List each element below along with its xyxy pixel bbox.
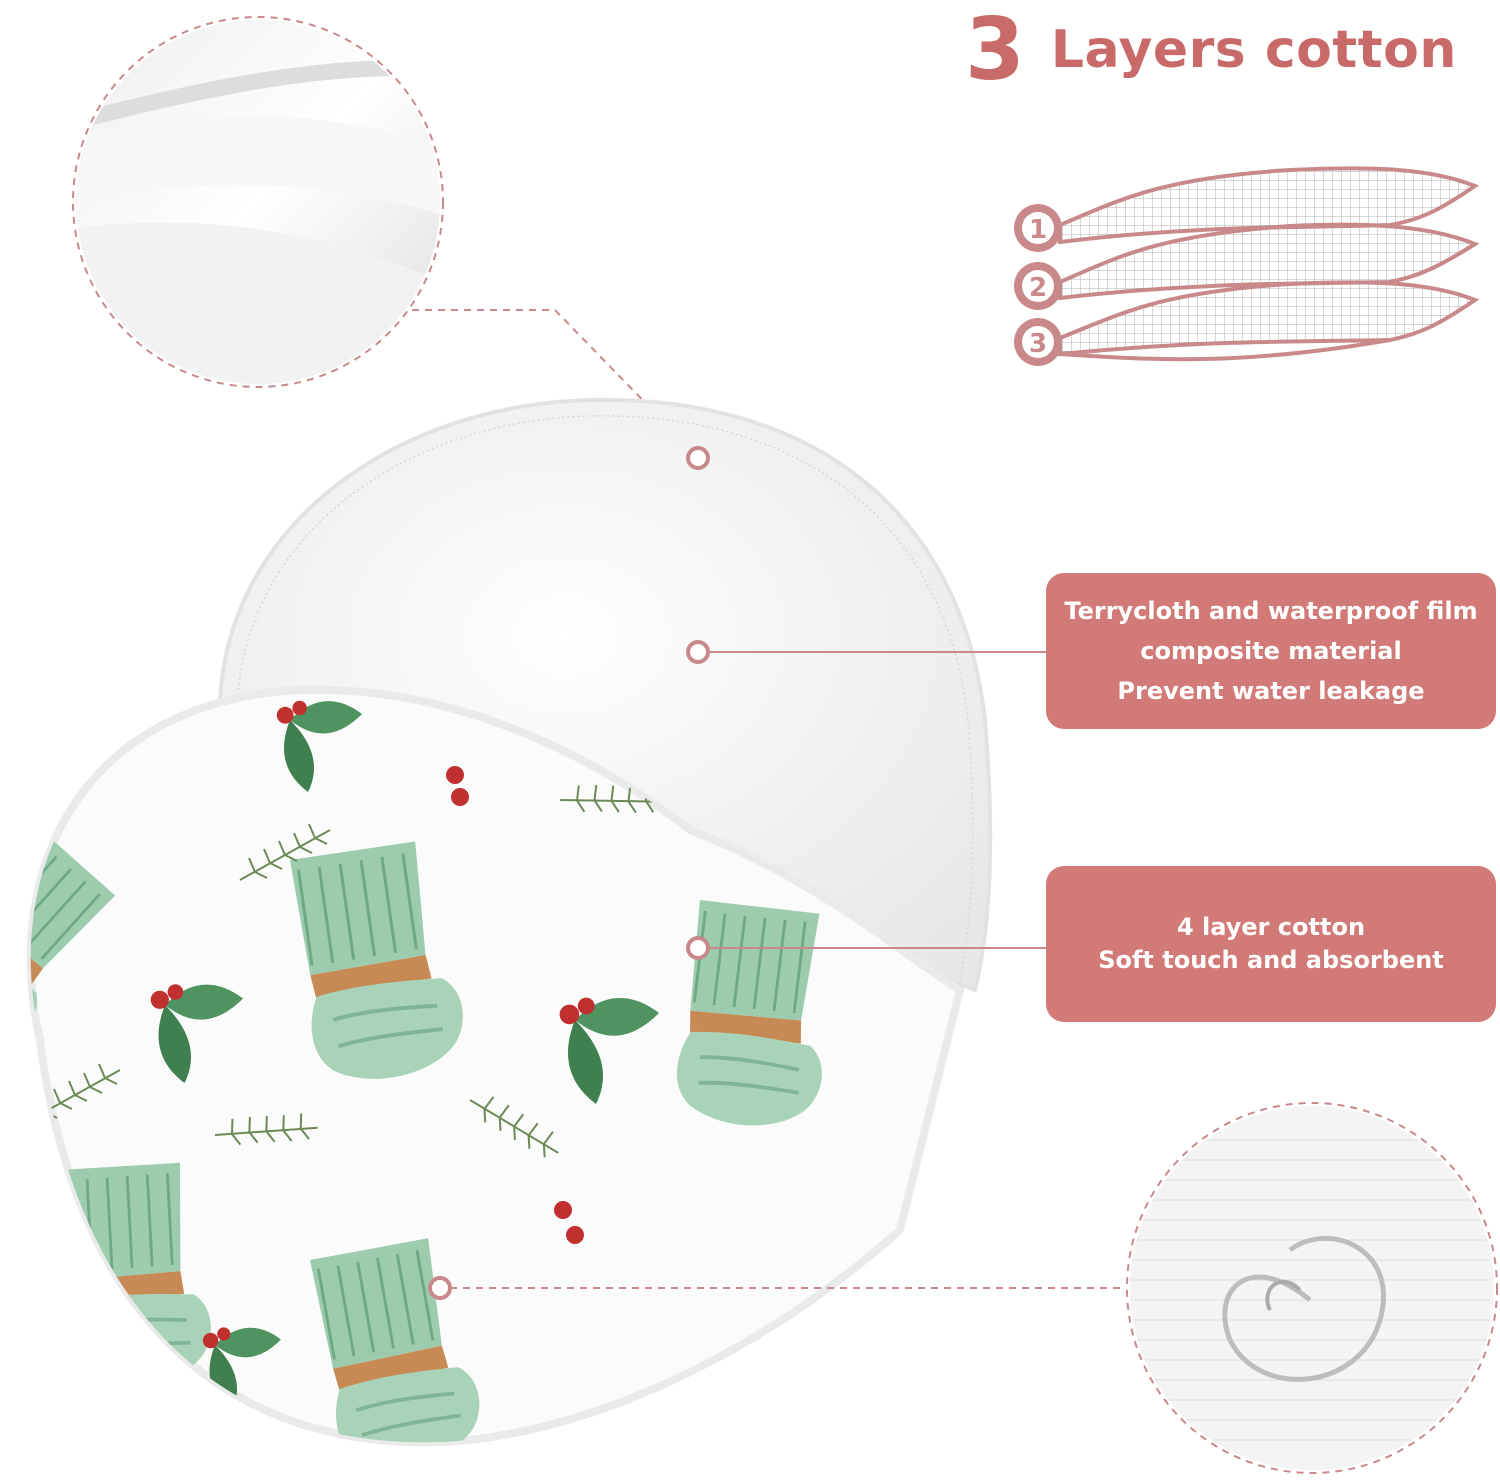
heading-text: Layers cotton [1050,20,1457,80]
layer-number-1: 1 [1029,215,1047,245]
feature-line: Soft touch and absorbent [1098,946,1444,974]
layer-number-2: 2 [1029,273,1047,303]
layer-number-3: 3 [1029,329,1047,359]
feature-line: Prevent water leakage [1117,677,1425,705]
layer-badge-2: 2 [1014,262,1062,310]
heading: 3 Layers cotton [965,0,1457,100]
feature-box-cotton: 4 layer cotton Soft touch and absorbent [1046,866,1496,1022]
connector-line-top [412,309,700,459]
heading-number: 3 [965,0,1025,100]
feature-line: composite material [1140,637,1402,665]
layer-badge-1: 1 [1014,204,1062,252]
terrycloth-closeup [72,16,444,388]
callout-markers [428,446,710,1300]
layers-diagram: 1 2 3 [1014,166,1480,366]
muslin-front [26,685,965,1447]
feature-box-waterproof: Terrycloth and waterproof film composite… [1046,573,1496,729]
feature-line: Terrycloth and waterproof film [1064,597,1478,625]
layer-badge-3: 3 [1014,318,1062,366]
muslin-closeup [1126,1102,1498,1474]
feature-line: 4 layer cotton [1176,913,1366,941]
